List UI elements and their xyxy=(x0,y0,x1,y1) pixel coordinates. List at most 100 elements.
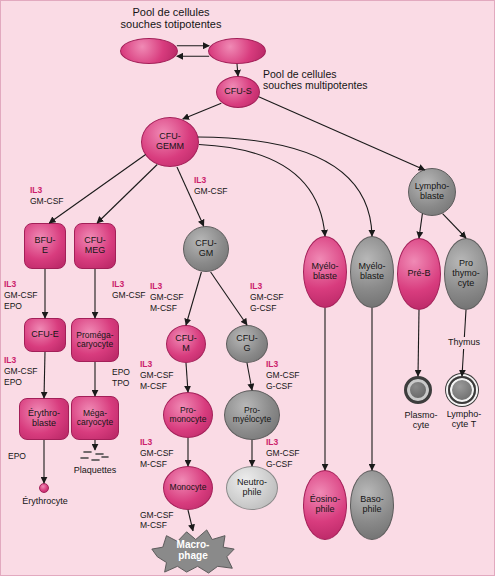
growth-factor-label: EPO xyxy=(112,368,130,377)
arrow-connector xyxy=(97,165,157,224)
growth-factor-label: GM-CSF xyxy=(140,449,174,458)
platelet-dash xyxy=(81,457,88,459)
cell-name: Pool de cellules souches totipotentes xyxy=(115,7,227,31)
lymphocyte-cell: Lympho- cyte T xyxy=(448,376,476,404)
cytokine-label: IL3 xyxy=(266,360,278,369)
progenitor-cell: CFU- M xyxy=(166,325,206,363)
progenitor-box: CFU-E xyxy=(24,318,66,352)
cell-name: Plasmo- cyte xyxy=(401,411,441,430)
growth-factor-label: EPO xyxy=(8,452,26,461)
arrow-connector xyxy=(419,214,422,238)
cell-name: Myélo- blaste xyxy=(353,262,391,281)
arrow-connector xyxy=(177,56,209,57)
cell-name: Neutro- phile xyxy=(232,478,272,497)
arrow-connector xyxy=(188,510,193,531)
progenitor-box: BFU- E xyxy=(24,223,66,269)
edge-label: Thymus xyxy=(438,337,490,349)
cell-name: Éosino- phile xyxy=(306,495,344,514)
cell-name: Myélo- blaste xyxy=(306,262,344,281)
arrow-connector xyxy=(247,363,252,390)
cell-name: Baso- phile xyxy=(353,495,391,514)
cell-name: CFU- MEG xyxy=(80,236,110,255)
cell-name: CFU-S xyxy=(218,87,258,97)
cell-name: Lympho- cyte T xyxy=(444,410,484,429)
blast-cell: Lympho- blaste xyxy=(408,168,456,216)
arrow-connector xyxy=(418,310,419,376)
platelet-dash xyxy=(84,451,91,453)
arrow-connector xyxy=(177,45,209,46)
progenitor-cell: CFU- GM xyxy=(183,226,229,272)
arrow-connector xyxy=(443,214,466,238)
cell-name: BFU- E xyxy=(33,236,57,255)
arrow-connector xyxy=(183,103,222,119)
progenitor-box: CFU- MEG xyxy=(74,223,116,269)
growth-factor-label: EPO xyxy=(4,378,22,387)
growth-factor-label: G-CSF xyxy=(266,382,292,391)
cytokine-label: IL3 xyxy=(4,356,16,365)
stem-cell: Pool de cellules souches totipotentes xyxy=(120,38,178,64)
growth-factor-label: GM-CSF xyxy=(30,197,64,206)
arrow-connector xyxy=(251,440,252,466)
growth-factor-label: GM-CSF xyxy=(150,293,184,302)
cytokine-label: IL3 xyxy=(112,280,124,289)
macrophage-body xyxy=(152,530,234,573)
cell-name: CFU- M xyxy=(173,334,199,353)
arrow-connector xyxy=(44,269,45,318)
growth-factor-label: EPO xyxy=(4,302,22,311)
arrow-connector xyxy=(371,308,372,470)
cytokine-label: IL3 xyxy=(30,186,42,195)
platelet-dash xyxy=(96,453,103,455)
platelet-dash xyxy=(102,456,108,458)
platelet-dashes xyxy=(81,452,108,460)
progenitor-cell: CFU- GEMM xyxy=(141,117,199,167)
growth-factor-label: GM-CSF xyxy=(140,511,174,520)
growth-factor-label: GM-CSF xyxy=(4,367,38,376)
cell-name: Macro- phage xyxy=(171,540,215,562)
progenitor-cell: CFU- G xyxy=(226,325,268,363)
macrophage-cell: Macro- phage xyxy=(150,528,236,574)
mature-cell: Monocyte xyxy=(163,466,213,510)
mature-cell: Éosino- phile xyxy=(303,470,347,540)
arrow-connector xyxy=(186,363,188,392)
cell-name: Érythrocyte xyxy=(15,497,75,507)
cell-name: Pro thymo- cyte xyxy=(449,259,483,288)
cell-name: Pré-B xyxy=(399,269,439,279)
stem-cell xyxy=(208,38,266,64)
arrow-connector xyxy=(259,97,425,170)
cytokine-label: IL3 xyxy=(4,280,16,289)
cell-name: CFU- G xyxy=(234,334,260,353)
cytokine-label: IL3 xyxy=(194,176,206,185)
growth-factor-label: M-CSF xyxy=(140,460,167,469)
cytokine-label: IL3 xyxy=(250,282,262,291)
growth-factor-label: G-CSF xyxy=(266,460,292,469)
mature-cell: Neutro- phile xyxy=(226,466,278,510)
cell-name: CFU-E xyxy=(25,330,65,340)
precursor-cell: Pro thymo- cyte xyxy=(444,238,488,310)
arrow-connector xyxy=(324,308,325,470)
cell-heading: Pool de cellules souches multipotentes xyxy=(263,69,371,92)
platelets-node: Plaquettes xyxy=(80,450,110,464)
cell-name: Érythro- blaste xyxy=(22,409,66,428)
growth-factor-label: GM-CSF xyxy=(266,371,300,380)
growth-factor-label: GM-CSF xyxy=(194,187,228,196)
precursor-box: Méga- caryocyte xyxy=(71,396,119,440)
cell-name: Monocyte xyxy=(165,483,211,492)
arrow-connector xyxy=(44,352,45,398)
cell-name: CFU- GEMM xyxy=(150,132,190,151)
growth-factor-label: M-CSF xyxy=(150,304,177,313)
cell-name: Plaquettes xyxy=(68,466,122,476)
cell-name: CFU- GM xyxy=(191,239,221,258)
growth-factor-label: GM-CSF xyxy=(266,449,300,458)
cytokine-label: IL3 xyxy=(140,360,152,369)
growth-factor-label: TPO xyxy=(112,379,129,388)
arrow-connector xyxy=(94,269,95,318)
arrow-connector xyxy=(237,64,238,76)
growth-factor-label: M-CSF xyxy=(140,382,167,391)
growth-factor-label: GM-CSF xyxy=(250,293,284,302)
erythrocyte-dot: Érythrocyte xyxy=(39,483,49,493)
cell-name: Proméga- caryocyte xyxy=(73,331,117,349)
arrow-connector xyxy=(211,272,247,325)
growth-factor-label: M-CSF xyxy=(140,521,167,530)
stem-cell: CFU-SPool de cellules souches multipoten… xyxy=(216,76,260,108)
